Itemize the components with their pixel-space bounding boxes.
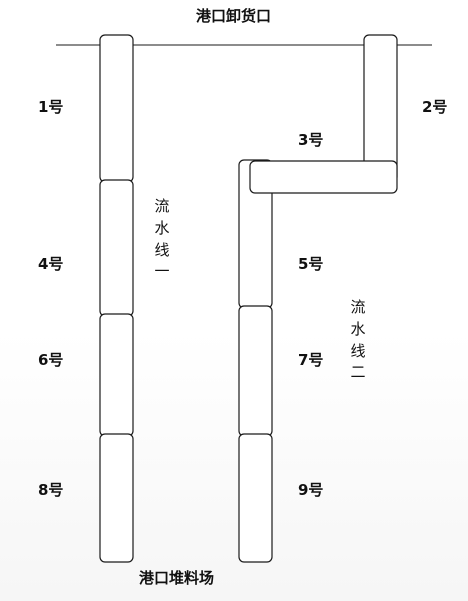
line1-segment-station-4 <box>99 179 134 317</box>
line1-segment-station-6 <box>99 313 134 437</box>
line1-label: 流水线一 <box>154 197 170 281</box>
line2-segment-station-2 <box>363 34 398 183</box>
station-label-2: 2号 <box>422 98 448 116</box>
station-label-6: 6号 <box>38 351 64 369</box>
storage-yard-label: 港口堆料场 <box>139 569 215 587</box>
line1-segment-station-1 <box>99 34 134 183</box>
line2-segment-station-3 <box>249 160 398 194</box>
line2-segment-station-7 <box>238 305 273 437</box>
station-label-8: 8号 <box>38 481 64 499</box>
station-label-4: 4号 <box>38 255 64 273</box>
station-label-9: 9号 <box>298 481 324 499</box>
station-label-3: 3号 <box>298 131 324 149</box>
station-label-5: 5号 <box>298 255 324 273</box>
line2-label: 流水线二 <box>350 298 366 382</box>
station-label-1: 1号 <box>38 98 64 116</box>
line2-segment-station-9 <box>238 433 273 563</box>
unloading-port-label: 港口卸货口 <box>196 7 272 25</box>
station-label-7: 7号 <box>298 351 324 369</box>
line1-segment-station-8 <box>99 433 134 563</box>
